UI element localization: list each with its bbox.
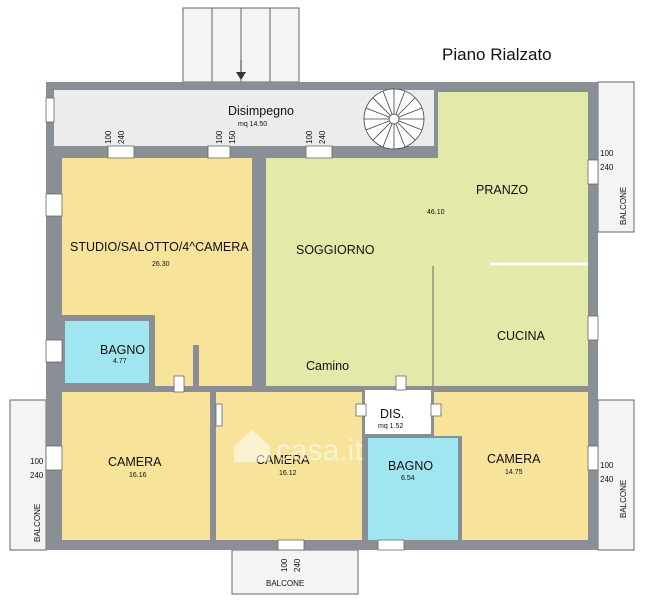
- svg-text:100: 100: [30, 457, 44, 466]
- label-studio: STUDIO/SALOTTO/4^CAMERA: [70, 240, 249, 254]
- svg-text:100: 100: [280, 558, 289, 572]
- svg-text:240: 240: [30, 471, 44, 480]
- svg-text:100: 100: [600, 149, 614, 158]
- svg-text:150: 150: [228, 130, 237, 144]
- label-dis: DIS.: [380, 407, 404, 421]
- area-camera-3: 14.75: [505, 469, 523, 476]
- watermark-text: casa.it: [276, 434, 363, 467]
- window-dimension-w1: 100 240: [104, 130, 126, 144]
- window-dimension-w5: 100 240: [30, 457, 44, 480]
- area-disimpegno: mq 14.50: [238, 121, 267, 128]
- area-pranzo: 46.10: [427, 209, 445, 216]
- area-bagno-1: 4.77: [113, 358, 127, 365]
- room-camera-2: [216, 392, 362, 540]
- label-cucina: CUCINA: [497, 329, 546, 343]
- svg-text:240: 240: [318, 130, 327, 144]
- area-dis: mq 1.52: [378, 423, 403, 430]
- balcony-left-label: BALCONE: [33, 504, 42, 542]
- partition-lines: [193, 262, 588, 386]
- area-camera-1: 16.16: [129, 472, 147, 479]
- window-dimension-w7: 100 240: [280, 558, 302, 572]
- balcony-right-bottom-label: BALCONE: [619, 480, 628, 518]
- svg-text:100: 100: [600, 461, 614, 470]
- label-disimpegno: Disimpegno: [228, 104, 294, 118]
- svg-text:240: 240: [600, 163, 614, 172]
- svg-text:240: 240: [600, 475, 614, 484]
- room-bagno-2: [368, 438, 458, 540]
- balcony-bottom-label: BALCONE: [266, 579, 304, 588]
- room-camera-1: [62, 392, 210, 540]
- svg-text:100: 100: [215, 130, 224, 144]
- svg-text:240: 240: [117, 130, 126, 144]
- balcony-right-top: BALCONE: [597, 81, 635, 233]
- area-bagno-2: 6.54: [401, 475, 415, 482]
- svg-text:240: 240: [293, 558, 302, 572]
- label-bagno-1: BAGNO: [100, 343, 145, 357]
- label-camino: Camino: [306, 359, 349, 373]
- watermark-logo: casa.it: [234, 430, 363, 467]
- window-dimension-w6: 100 240: [600, 461, 614, 484]
- balcony-bottom: BALCONE: [231, 549, 359, 595]
- svg-text:100: 100: [104, 130, 113, 144]
- svg-text:100: 100: [305, 130, 314, 144]
- room-bagno-1: [59, 315, 155, 389]
- room-camera-3: [434, 392, 588, 540]
- area-camera-2: 16.12: [279, 470, 297, 477]
- balcony-right-top-label: BALCONE: [619, 187, 628, 225]
- label-camera-1: CAMERA: [108, 455, 162, 469]
- room-dis: [365, 390, 431, 434]
- label-camera-3: CAMERA: [487, 452, 541, 466]
- label-bagno-2: BAGNO: [388, 459, 433, 473]
- plan-title: Piano Rialzato: [442, 45, 552, 64]
- area-studio: 26.30: [152, 261, 170, 268]
- label-pranzo: PRANZO: [476, 183, 528, 197]
- window-dimension-w3: 100 240: [305, 130, 327, 144]
- entrance-steps: [182, 7, 300, 83]
- room-living-kitchen: [266, 92, 588, 386]
- window-dimension-w2: 100 150: [215, 130, 237, 144]
- balcony-left: BALCONE: [9, 399, 47, 551]
- spiral-staircase-icon: [363, 88, 425, 150]
- window-dimension-w4: 100 240: [600, 149, 614, 172]
- windows: [45, 97, 599, 551]
- label-soggiorno: SOGGIORNO: [296, 243, 375, 257]
